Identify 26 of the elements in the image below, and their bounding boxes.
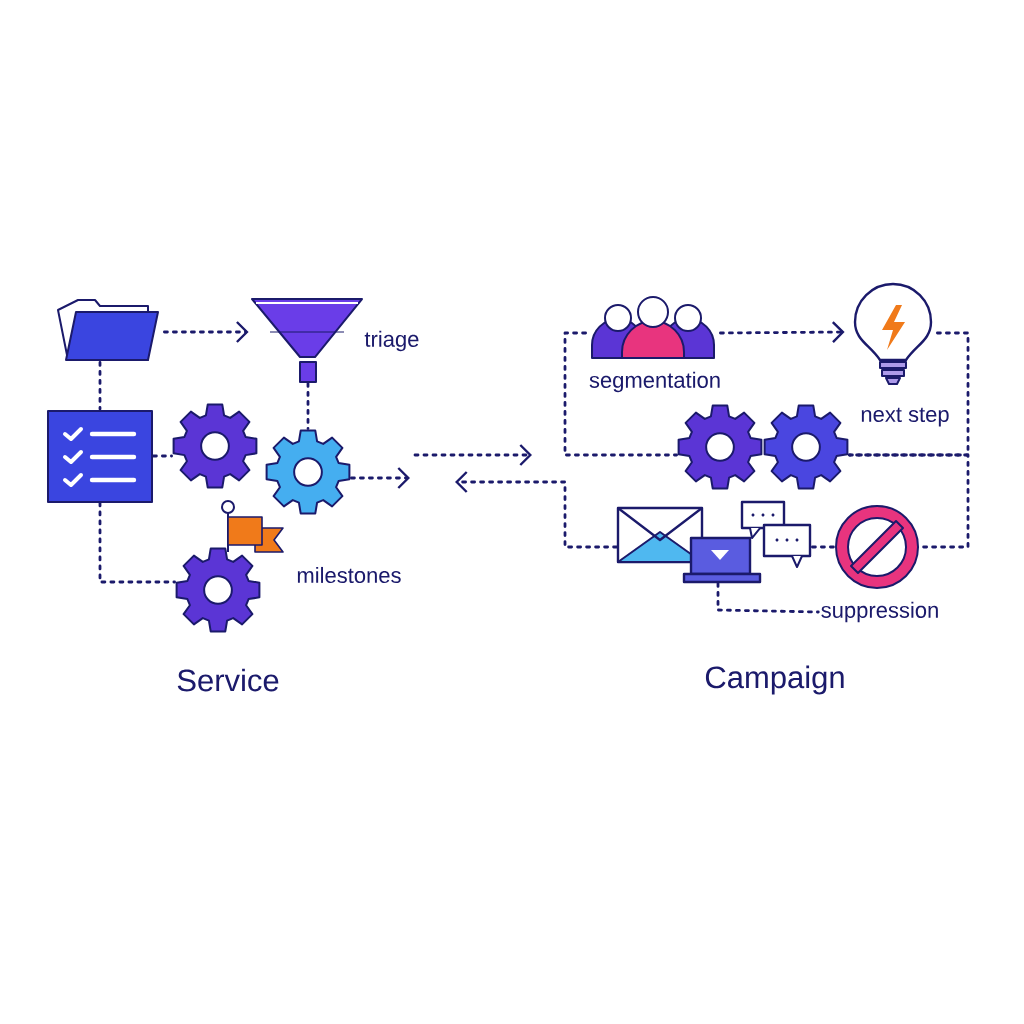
connector: [716, 582, 820, 614]
connector: [98, 501, 176, 584]
connector: [350, 467, 410, 489]
envelope-icon: [616, 506, 704, 564]
connector: [306, 382, 310, 430]
gear-icon: [763, 404, 849, 490]
node-label: triage: [364, 330, 419, 352]
group-title: Service: [177, 668, 279, 692]
node-label: next step: [861, 407, 949, 427]
folder-icon: [57, 299, 159, 361]
gear-icon: [265, 429, 351, 515]
connector: [163, 321, 249, 343]
group-title: Campaign: [705, 665, 844, 695]
gear-icon: [677, 404, 763, 490]
connector: [811, 545, 836, 549]
connector: [98, 361, 102, 411]
connector: [152, 454, 173, 458]
connector: [719, 321, 845, 343]
connector: [455, 471, 618, 549]
node-label: segmentation: [589, 371, 720, 393]
chat-bubbles-icon: [740, 500, 812, 568]
node-label: suppression: [821, 601, 938, 623]
checklist-icon: [47, 410, 153, 503]
node-label: milestones: [297, 566, 401, 584]
gear-icon: [172, 403, 258, 489]
laptop-icon: [682, 536, 762, 584]
